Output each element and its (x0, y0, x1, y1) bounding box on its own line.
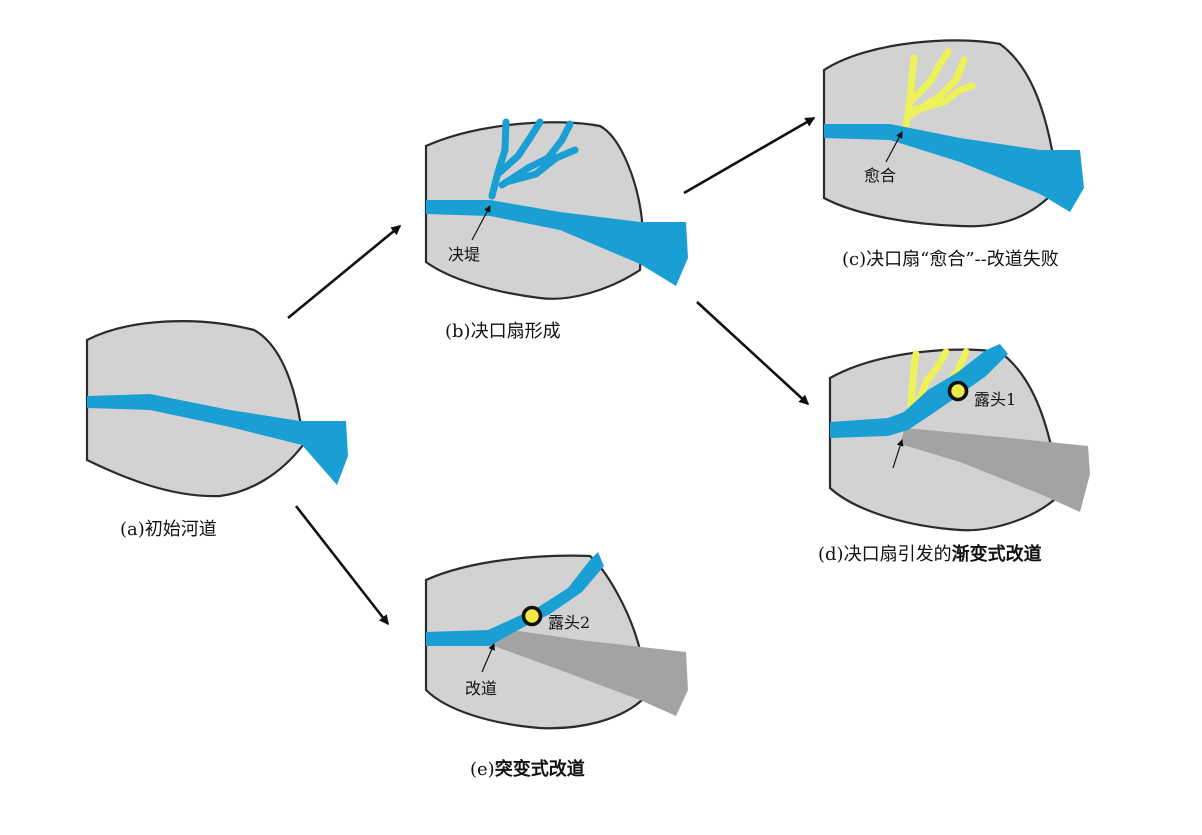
arrow-a-to-e-icon (294, 505, 390, 626)
panel-e-outcrop-marker-icon (521, 605, 543, 627)
panel-e-abrupt-avulsion: 露头2 改道 (e)突变式改道 (424, 552, 688, 780)
transition-arrows (287, 116, 816, 626)
arrow-b-to-c-icon (683, 116, 816, 195)
panel-b-breach-pointer (471, 205, 491, 241)
panel-e-caption-prefix: (e) (470, 759, 495, 780)
panel-d-pointer (892, 439, 904, 469)
panel-d-caption-bold: 渐变式改道 (952, 543, 1042, 565)
panel-e-avulsion-label: 改道 (465, 679, 497, 698)
panel-c-heal-label: 愈合 (864, 166, 896, 185)
panel-c-river (824, 124, 1084, 212)
panel-b-crevasse-splay: 决堤 (b)决口扇形成 (424, 118, 688, 342)
panel-e-caption: (e)突变式改道 (470, 758, 585, 780)
panel-a-initial-channel: (a)初始河道 (85, 320, 348, 540)
panel-b-breach-label: 决堤 (448, 245, 480, 264)
arrow-a-to-b-icon (287, 224, 402, 320)
panel-c-healed-splay-channels (902, 48, 976, 130)
panel-e-caption-bold: 突变式改道 (495, 758, 585, 780)
panel-c-land (822, 39, 1058, 228)
panel-d-abandoned-channel (900, 428, 1090, 512)
panel-e-new-channel (426, 552, 604, 646)
panel-c-caption: (c)决口扇“愈合”--改道失败 (842, 249, 1059, 270)
panel-b-splay-channels (488, 118, 579, 200)
panel-c-heal-pointer (885, 131, 903, 163)
panel-d-caption: (d)决口扇引发的渐变式改道 (818, 543, 1042, 565)
arrow-b-to-d-icon (696, 301, 810, 406)
panel-c-healed-splay: 愈合 (c)决口扇“愈合”--改道失败 (822, 39, 1084, 270)
panel-e-abandoned-channel (494, 628, 688, 716)
panel-d-gradual-avulsion: 露头1 (d)决口扇引发的渐变式改道 (818, 344, 1090, 565)
panel-d-new-channel (830, 344, 1008, 438)
panel-a-caption: (a)初始河道 (120, 519, 217, 540)
panel-d-outcrop-label: 露头1 (974, 390, 1016, 409)
panel-d-outcrop-marker-icon (947, 380, 969, 402)
panel-b-caption: (b)决口扇形成 (445, 321, 561, 342)
panel-b-river (426, 200, 688, 286)
panel-d-caption-prefix: (d)决口扇引发的 (818, 544, 952, 565)
panel-a-river (87, 394, 348, 485)
panel-e-pointer (481, 643, 495, 673)
panel-e-outcrop-label: 露头2 (548, 613, 590, 632)
